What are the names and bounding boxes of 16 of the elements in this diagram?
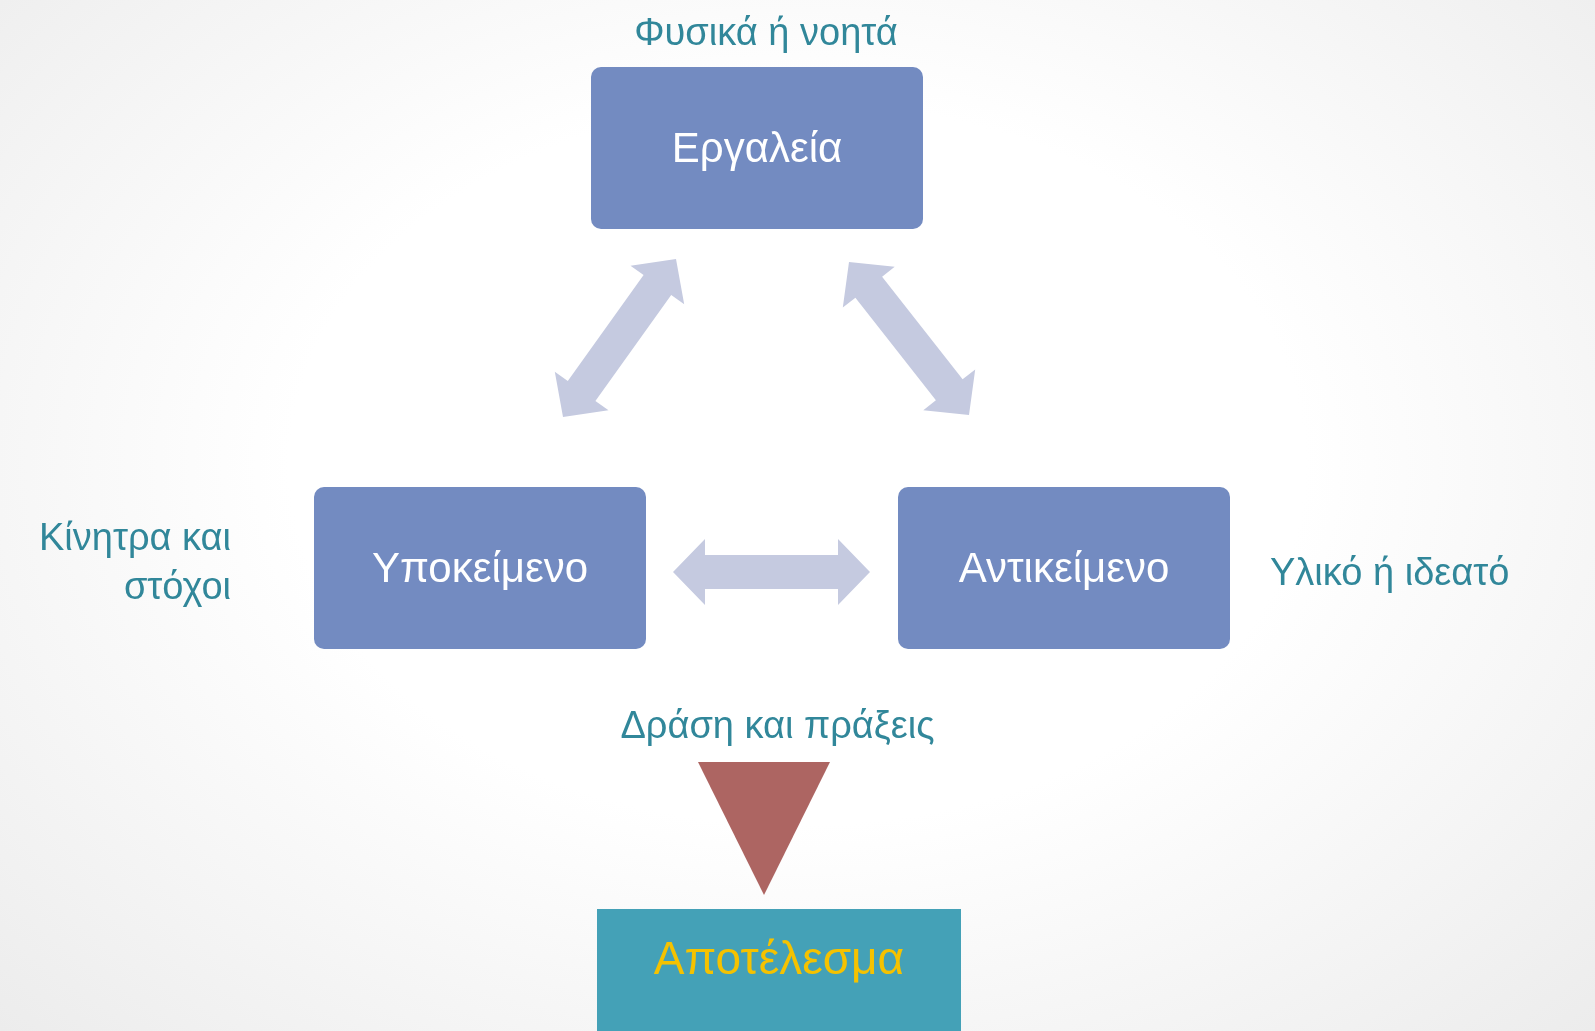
double-arrow <box>673 539 870 605</box>
annotation-text: Φυσικά ή νοητά <box>633 10 899 55</box>
box-label: Αποτέλεσμα <box>653 931 905 985</box>
process-box <box>898 487 1230 649</box>
process-box <box>314 487 646 649</box>
triangle-arrow <box>698 762 830 895</box>
double-arrow <box>842 262 976 415</box>
box-label: Εργαλεία <box>671 124 843 172</box>
annotation-text: Υλικό ή ιδεατό <box>1270 550 1511 595</box>
node-label: Δράση και πράξεις <box>620 703 935 747</box>
annotation-text: Κίνητρα και στόχοι <box>37 515 231 610</box>
box-label: Υποκείμενο <box>371 544 589 592</box>
box-label: Αντικείμενο <box>958 544 1170 592</box>
process-box <box>591 67 923 229</box>
double-arrow <box>554 259 685 417</box>
result-box <box>597 909 961 1031</box>
